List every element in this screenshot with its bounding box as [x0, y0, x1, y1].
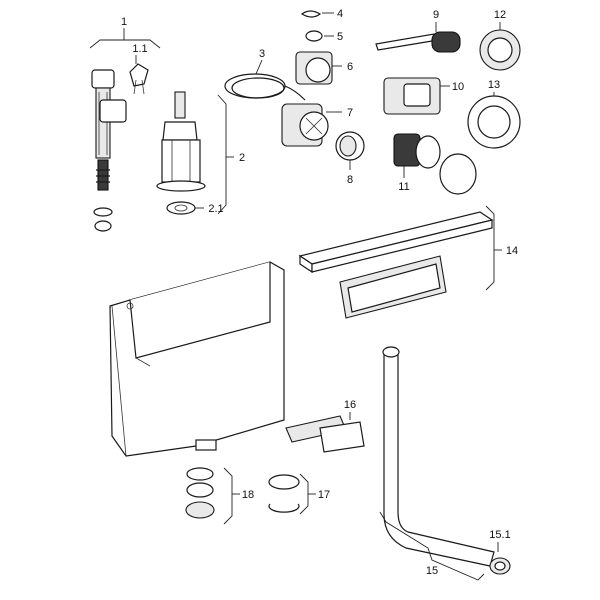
part-18-seals — [185, 467, 240, 525]
cistern-tank — [109, 261, 285, 457]
label-15: 15 — [426, 565, 438, 577]
label-12: 12 — [494, 9, 506, 21]
part-9-rod-button — [375, 22, 461, 53]
label-16: 16 — [344, 399, 356, 411]
label-15-1: 15.1 — [489, 529, 510, 541]
part-1-fill-valve — [89, 28, 161, 232]
label-2: 2 — [239, 152, 245, 164]
label-7: 7 — [347, 107, 353, 119]
part-5-nut — [305, 30, 334, 42]
label-1: 1 — [121, 16, 127, 28]
label-13: 13 — [488, 79, 500, 91]
part-16-bracket — [285, 412, 365, 453]
part-8-ring — [335, 131, 365, 170]
label-4: 4 — [337, 8, 343, 20]
part-14-cover-plate — [298, 205, 502, 319]
part-12-ring — [479, 22, 521, 71]
label-6: 6 — [347, 61, 353, 73]
label-10: 10 — [452, 81, 464, 93]
part-15-flush-pipe — [379, 346, 511, 581]
part-3-cable — [224, 59, 306, 101]
label-14: 14 — [506, 245, 518, 257]
label-11: 11 — [398, 181, 409, 193]
part-2-flush-valve — [156, 91, 234, 215]
part-4-clip — [300, 10, 334, 18]
part-6-actuator — [295, 51, 342, 85]
label-18: 18 — [242, 489, 254, 501]
part-11-valve-cap — [393, 133, 477, 195]
label-5: 5 — [337, 31, 343, 43]
label-9: 9 — [433, 9, 439, 21]
part-13-rosette — [467, 92, 521, 149]
label-17: 17 — [318, 489, 330, 501]
label-2-1: 2.1 — [208, 203, 223, 215]
label-3: 3 — [259, 48, 265, 60]
part-17-seals — [268, 473, 316, 515]
label-8: 8 — [347, 174, 353, 186]
part-7-mechanism — [281, 103, 342, 147]
label-1-1: 1.1 — [132, 43, 147, 55]
part-10-actuator — [383, 77, 450, 115]
